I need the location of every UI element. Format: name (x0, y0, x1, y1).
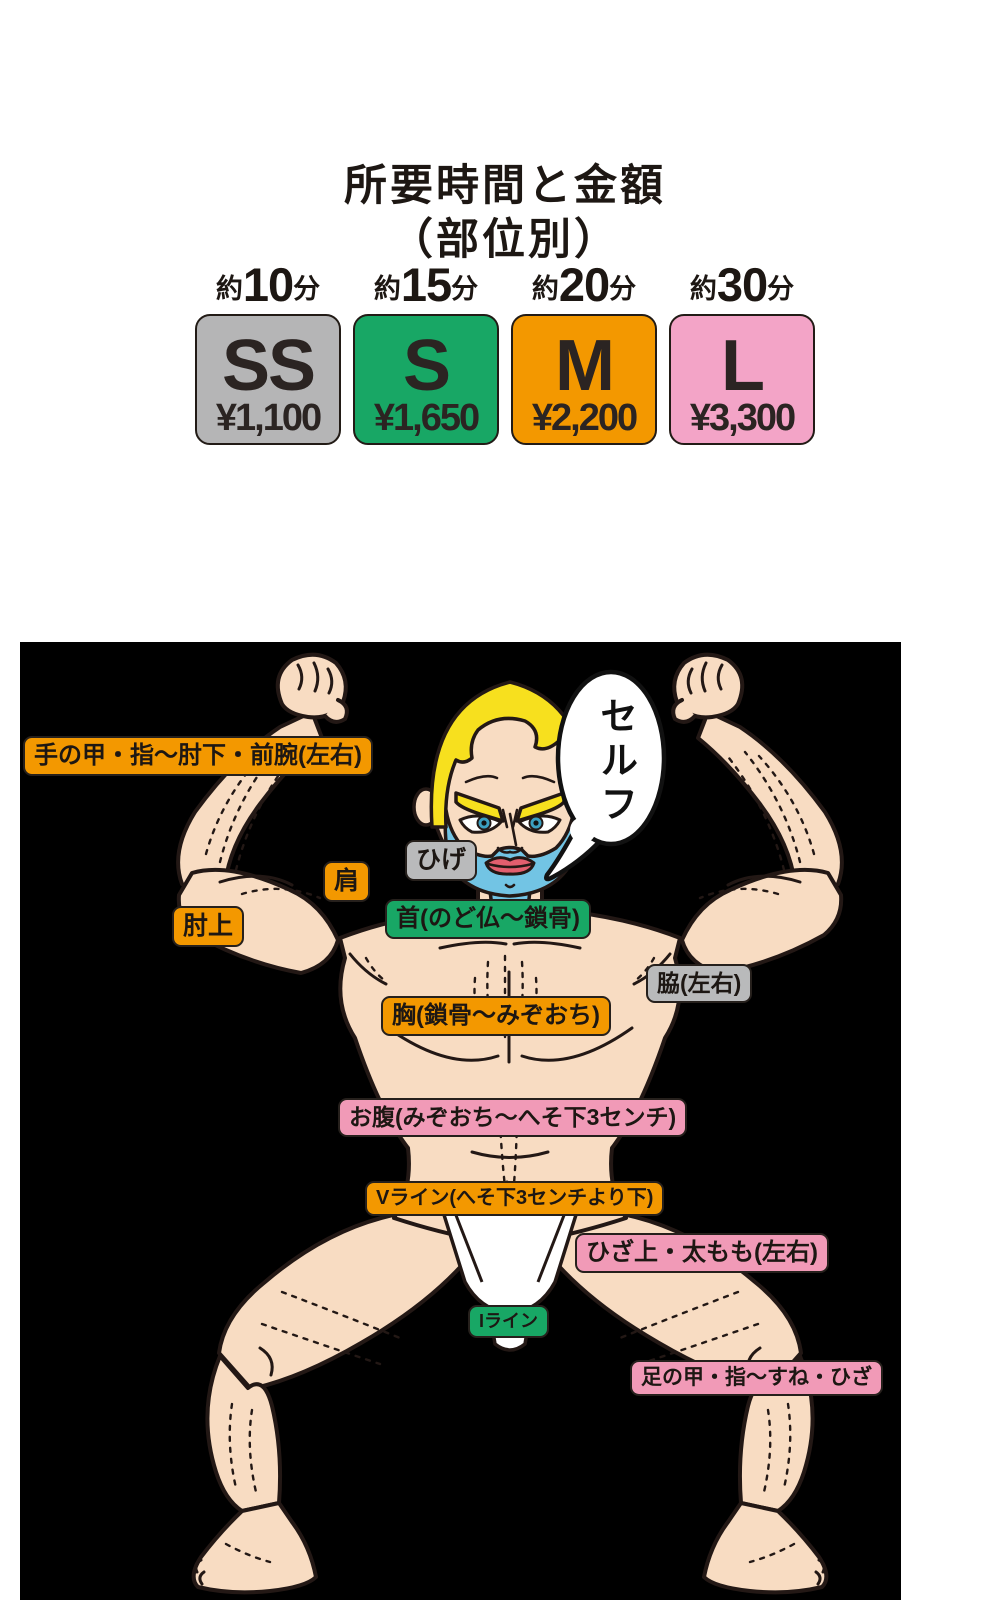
part-label-thighs: ひざ上・太もも(左右) (575, 1233, 829, 1273)
body-parts-diagram: セルフ 手の甲・指〜肘下・前腕(左右) ひげ 肩 肘上 首(のど仏〜鎖骨) 脇(… (20, 642, 901, 1600)
duration-value: 15 (400, 258, 452, 311)
page-subtitle: （部位別） (390, 215, 620, 264)
size-label: S (402, 325, 451, 406)
part-label-hands-forearms: 手の甲・指〜肘下・前腕(左右) (23, 736, 373, 776)
price-label: ¥1,650 (373, 397, 480, 440)
duration-value: 30 (716, 258, 768, 311)
part-label-shoulder: 肩 (323, 861, 371, 903)
price-label: ¥2,200 (531, 397, 638, 440)
part-label-armpits: 脇(左右) (646, 964, 753, 1003)
part-label-chest: 胸(鎖骨〜みぞおち) (381, 996, 611, 1036)
page-header: 所要時間と金額 （部位別） (190, 160, 820, 268)
part-label-upper-elbow: 肘上 (172, 906, 245, 948)
price-card-l: L ¥3,300 (669, 314, 815, 445)
duration-prefix: 約 (689, 274, 717, 305)
part-label-i-line: Iライン (468, 1305, 550, 1338)
duration-value: 10 (242, 258, 294, 311)
duration-unit: 分 (767, 274, 795, 305)
duration-unit: 分 (451, 274, 479, 305)
part-label-neck: 首(のど仏〜鎖骨) (385, 899, 591, 939)
duration-prefix: 約 (373, 274, 401, 305)
duration-prefix: 約 (531, 274, 559, 305)
price-label: ¥3,300 (689, 397, 796, 440)
page-title: 所要時間と金額 (344, 162, 666, 210)
price-card-m: M ¥2,200 (511, 314, 657, 445)
duration-unit: 分 (293, 274, 321, 305)
speech-bubble-text: セルフ (593, 696, 636, 828)
size-label: L (721, 325, 765, 406)
duration-unit: 分 (609, 274, 637, 305)
duration-value: 20 (558, 258, 610, 311)
price-card-s: S ¥1,650 (353, 314, 499, 445)
part-label-feet-shins: 足の甲・指〜すね・ひざ (630, 1360, 883, 1397)
part-label-belly: お腹(みぞおち〜へそ下3センチ) (338, 1098, 688, 1137)
price-label: ¥1,100 (215, 397, 322, 440)
price-card-ss: SS ¥1,100 (195, 314, 341, 445)
size-label: SS (221, 325, 316, 406)
part-label-v-line: Vライン(へそ下3センチより下) (365, 1181, 665, 1216)
muscle-man-illustration (176, 652, 844, 1595)
size-label: M (555, 325, 615, 406)
part-label-beard: ひげ (405, 840, 478, 882)
duration-prefix: 約 (215, 274, 243, 305)
